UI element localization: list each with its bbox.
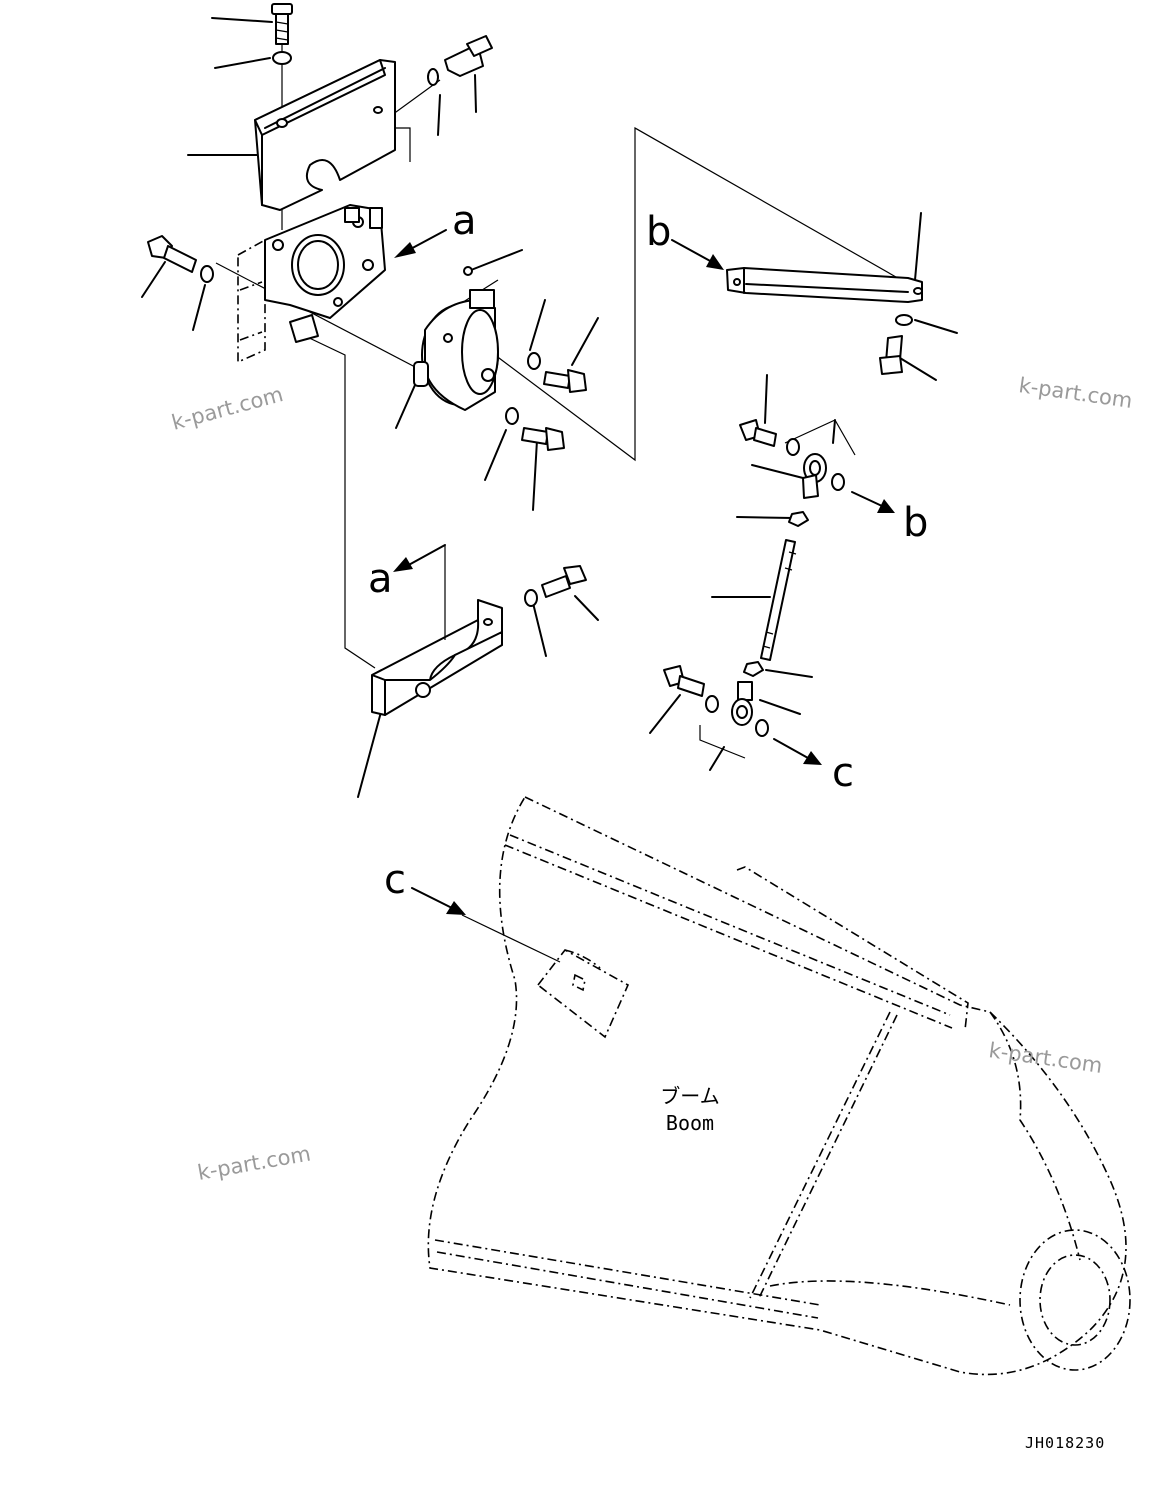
lower-cover <box>371 599 503 716</box>
rod-end-upper <box>739 419 845 499</box>
lower-cover-bolt <box>541 565 587 598</box>
rod-end-lower <box>663 665 769 737</box>
pump-washer-upper <box>527 352 541 370</box>
arrow-b-right <box>851 491 895 513</box>
arrow-a-bottom <box>393 544 446 572</box>
cover-washer-right <box>427 68 439 86</box>
callout-letter-b-left: b <box>646 209 671 255</box>
lower-nut <box>743 661 764 677</box>
arrow-c-boom <box>411 887 466 915</box>
arrows <box>393 229 895 915</box>
watermark-3: k-part.com <box>987 1038 1104 1078</box>
pump-bolt-lower <box>521 427 565 451</box>
mount-bracket <box>237 204 386 364</box>
arrow-b-left <box>671 239 724 270</box>
pump-grease-fitting <box>463 266 473 276</box>
boom-label-jp: ブーム <box>660 1084 719 1108</box>
pump-bolt-upper <box>543 369 587 393</box>
top-washer <box>272 51 292 65</box>
bracket-bolt-left <box>147 235 197 273</box>
boom-label-en: Boom <box>666 1111 714 1135</box>
bracket-washer-left <box>200 265 214 283</box>
upper-cover <box>254 59 396 211</box>
arrow-a-top <box>394 229 447 258</box>
drawing-code: JH018230 <box>1025 1434 1105 1452</box>
callout-letter-c-boom: c <box>384 857 406 903</box>
watermark-2: k-part.com <box>1017 373 1134 413</box>
reference-lines <box>215 40 911 963</box>
arm-bolt <box>879 335 903 375</box>
watermark-1: k-part.com <box>169 382 286 435</box>
boom-mount-box <box>536 948 630 1039</box>
arm-washer <box>895 314 913 326</box>
watermark-4: k-part.com <box>196 1141 313 1184</box>
cover-bolt-right <box>444 35 493 77</box>
callout-letter-c-right: c <box>832 750 854 796</box>
callout-letter-a-bottom: a <box>368 556 393 602</box>
boom <box>427 795 1131 1376</box>
upper-nut <box>788 511 809 527</box>
pump-washer-lower <box>505 407 519 425</box>
pump-body <box>413 289 499 411</box>
leader-lines <box>141 17 958 798</box>
pump-arm <box>726 267 923 303</box>
callout-letter-a-top: a <box>452 198 477 244</box>
callout-letter-b-right: b <box>903 500 928 546</box>
link-rod <box>760 539 797 661</box>
top-bolt <box>271 3 293 45</box>
lower-cover-washer <box>524 589 538 607</box>
arrow-c-right <box>773 738 822 765</box>
